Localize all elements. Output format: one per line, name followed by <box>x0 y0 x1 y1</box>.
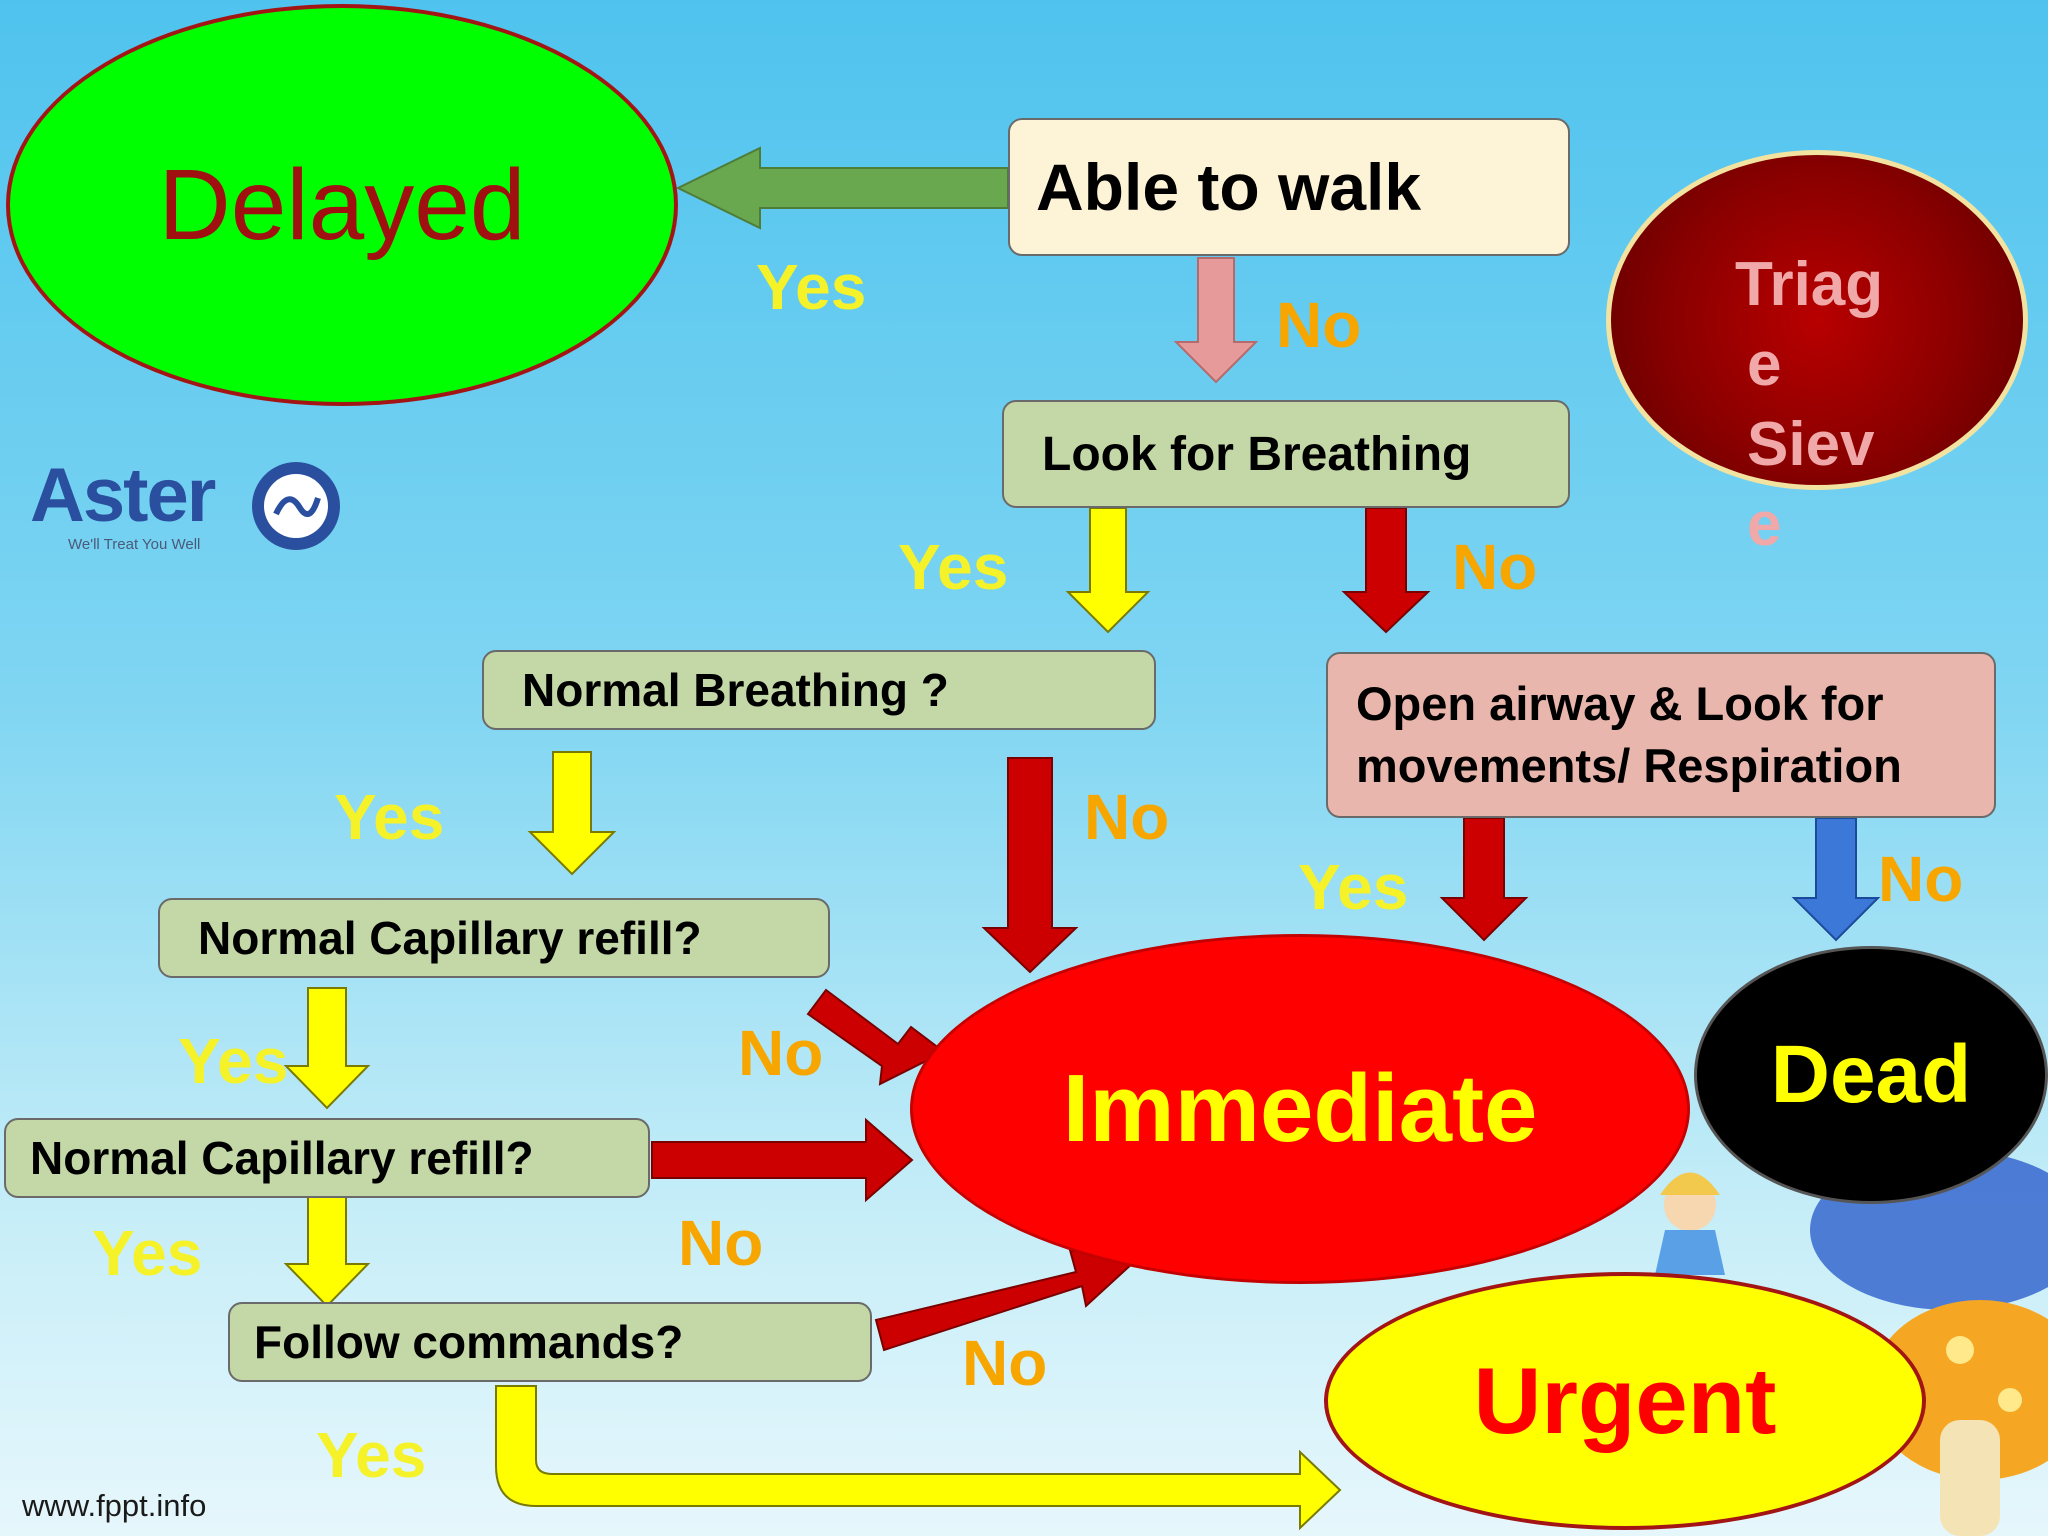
normal-breathing-box: Normal Breathing ? <box>482 650 1156 730</box>
label-cap2-no: No <box>678 1207 764 1279</box>
aster-logo-tagline: We'll Treat You Well <box>68 536 201 553</box>
look-for-breathing-label: Look for Breathing <box>1042 427 1472 481</box>
capillary-refill-label-2: Normal Capillary refill? <box>30 1132 534 1184</box>
delayed-node: Delayed <box>6 4 678 406</box>
sieve-title-line-2: e <box>1747 330 1782 399</box>
open-airway-label: Open airway & Look for movements/ Respir… <box>1356 677 1902 792</box>
triage-sieve-badge: Triag e Siev e <box>1606 150 2028 559</box>
able-to-walk-box: Able to walk <box>1008 118 1570 256</box>
label-breathing-yes: Yes <box>898 531 1009 603</box>
capillary-refill-box-2: Normal Capillary refill? <box>4 1118 650 1198</box>
label-breathing-no: No <box>1452 531 1538 603</box>
label-commands-yes: Yes <box>316 1419 427 1491</box>
arrow-walk-to-breathing <box>1173 257 1259 384</box>
dead-label: Dead <box>1770 1029 1972 1120</box>
capillary-refill-box-1: Normal Capillary refill? <box>158 898 830 978</box>
follow-commands-box: Follow commands? <box>228 1302 872 1382</box>
arrow-breathing-to-normal <box>1065 507 1151 634</box>
urgent-node: Urgent <box>1324 1272 1926 1530</box>
sieve-title-line-4: e <box>1747 490 1782 559</box>
normal-breathing-label: Normal Breathing ? <box>522 664 949 716</box>
label-commands-no: No <box>962 1327 1048 1399</box>
arrow-commands-to-immediate <box>874 1248 1137 1352</box>
arrow-normal-to-cap1 <box>527 751 617 876</box>
immediate-node: Immediate <box>910 934 1690 1284</box>
label-cap1-no: No <box>738 1017 824 1089</box>
arrow-breathing-to-airway <box>1341 507 1431 634</box>
look-for-breathing-box: Look for Breathing <box>1002 400 1570 508</box>
sieve-title-line-1: Triag <box>1735 250 1884 319</box>
label-cap1-yes: Yes <box>178 1025 289 1097</box>
follow-commands-label: Follow commands? <box>254 1316 684 1368</box>
open-airway-box: Open airway & Look for movements/ Respir… <box>1326 652 1996 818</box>
footer-url: www.fppt.info <box>22 1488 207 1523</box>
arrow-airway-to-dead <box>1791 817 1881 942</box>
label-walk-yes: Yes <box>756 251 867 323</box>
urgent-label: Urgent <box>1473 1348 1777 1453</box>
dead-node: Dead <box>1694 946 2048 1204</box>
aster-logo: Aster We'll Treat You Well <box>30 452 350 562</box>
able-to-walk-label: Able to walk <box>1036 150 1422 224</box>
arrow-normal-to-immediate <box>981 757 1079 974</box>
aster-logo-icon <box>252 462 340 550</box>
aster-logo-text: Aster <box>30 453 216 538</box>
arrow-cap2-to-commands <box>283 1193 371 1308</box>
label-airway-yes: Yes <box>1298 851 1409 923</box>
label-cap2-yes: Yes <box>92 1217 203 1289</box>
sieve-title-line-3: Siev <box>1747 410 1875 479</box>
delayed-label: Delayed <box>158 148 526 261</box>
arrow-cap1-to-cap2 <box>283 987 371 1110</box>
label-airway-no: No <box>1878 843 1964 915</box>
arrow-commands-to-urgent <box>495 1385 1342 1531</box>
arrow-airway-to-immediate <box>1439 817 1529 942</box>
capillary-refill-label-1: Normal Capillary refill? <box>198 912 702 964</box>
label-normal-breathing-no: No <box>1084 781 1170 853</box>
arrow-cap1-to-immediate <box>806 988 946 1086</box>
arrow-cap2-to-immediate <box>651 1117 914 1203</box>
label-normal-breathing-yes: Yes <box>334 781 445 853</box>
label-walk-no: No <box>1276 289 1362 361</box>
immediate-label: Immediate <box>1062 1055 1538 1162</box>
arrow-walk-to-delayed <box>675 146 1009 230</box>
